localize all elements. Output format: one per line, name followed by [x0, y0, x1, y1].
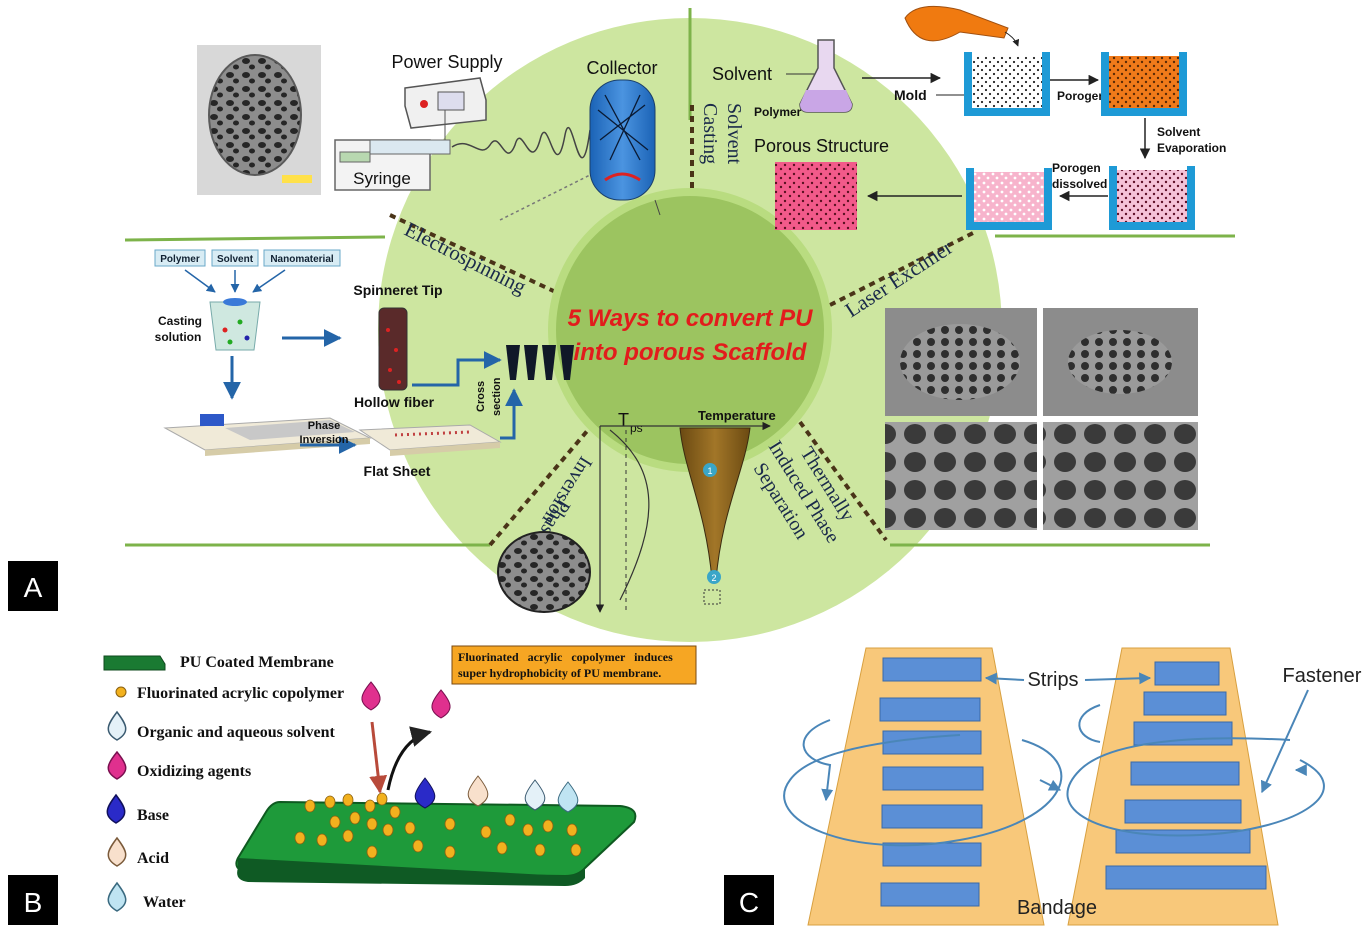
legend-acid-icon	[107, 836, 127, 867]
label-polymer-sc: Polymer	[754, 105, 802, 119]
fastener-loop-right	[1066, 737, 1325, 837]
bandage-right	[1067, 647, 1279, 926]
note-line1: Fluorinated acrylic copolymer induces	[458, 650, 673, 664]
method-solvent-casting-line1: Solvent	[723, 103, 745, 165]
panel-tag-b-text: B	[24, 887, 43, 918]
label-spinneret-tip: Spinneret Tip	[353, 282, 442, 298]
label-solvent-evap-line1: Solvent	[1157, 125, 1200, 139]
panel-tag-a	[8, 561, 58, 611]
legend-copolymer-icon	[115, 686, 127, 698]
bandage-left-strips	[879, 657, 984, 907]
hollow-fiber-tube	[378, 307, 408, 391]
porogen-vessel	[904, 5, 1009, 42]
solvent-casting-illustration: Solvent Polymer Mold Porogen Solvent Eva…	[712, 5, 1226, 230]
label-syringe: Syringe	[353, 169, 411, 188]
label-pi-nanomaterial: Nanomaterial	[270, 254, 334, 265]
legend-membrane-icon	[103, 655, 166, 671]
legend-solvent-icon	[107, 710, 127, 741]
label-pi-polymer: Polymer	[160, 254, 200, 265]
label-porogen: Porogen	[1057, 89, 1106, 103]
label-hollow-fiber: Hollow fiber	[354, 394, 435, 410]
membrane-water-droplet	[557, 781, 579, 813]
label-temperature: Temperature	[698, 408, 776, 423]
label-solvent-evap-line2: Evaporation	[1157, 141, 1226, 155]
center-title-line1: 5 Ways to convert PU	[568, 305, 814, 332]
legend-acid-label: Acid	[137, 850, 169, 867]
label-collector: Collector	[586, 58, 657, 78]
panel-c: Strips Fastener Bandage C	[724, 647, 1362, 926]
method-solvent-casting-line2: Casting	[699, 103, 721, 164]
legend-membrane-label: PU Coated Membrane	[180, 654, 334, 671]
legend-base-label: Base	[137, 807, 169, 824]
label-cross-line2: section	[491, 377, 503, 416]
label-tips-t: T	[618, 410, 629, 430]
label-cross-line1: Cross	[475, 381, 487, 412]
membrane-acid-droplet	[467, 775, 489, 807]
legend-oxidizer-label: Oxidizing agents	[137, 763, 251, 780]
cross-section-tubes	[506, 345, 574, 380]
label-porous-structure: Porous Structure	[754, 136, 889, 156]
label-porogen-dissolved-line2: dissolved	[1052, 177, 1107, 191]
falling-oxidizer-droplet	[361, 681, 381, 711]
panel-a: 5 Ways to convert PU into porous Scaffol…	[8, 5, 1235, 642]
label-phase-inv-line1: Phase	[308, 420, 340, 432]
panel-tag-c	[724, 875, 774, 925]
label-porogen-dissolved-line1: Porogen	[1052, 161, 1101, 175]
panel-tag-b	[8, 875, 58, 925]
label-solvent: Solvent	[712, 64, 772, 84]
legend-water-label: Water	[143, 894, 186, 911]
label-casting-line1: Casting	[158, 314, 202, 328]
collector-drum	[589, 79, 656, 201]
spinning-jet	[451, 126, 591, 159]
membrane-solvent-droplet	[524, 779, 546, 811]
panel-b: PU Coated Membrane Fluorinated acrylic c…	[8, 645, 697, 925]
tips-marker-1-label: 1	[707, 466, 712, 476]
casting-beaker	[209, 301, 261, 351]
tips-marker-2-label: 2	[711, 573, 716, 583]
label-mold: Mold	[894, 87, 927, 103]
label-strips: Strips	[1027, 669, 1078, 691]
electrospinning-illustration: Power Supply Syringe Collector	[197, 45, 661, 221]
membrane-base-droplet	[414, 777, 436, 809]
laser-excimer-images	[885, 308, 1198, 530]
note-box	[451, 645, 697, 685]
label-power-supply: Power Supply	[391, 52, 502, 72]
rising-oxidizer-droplet	[431, 689, 451, 719]
label-bandage: Bandage	[1017, 897, 1097, 919]
tips-marker-2	[707, 570, 721, 584]
divider-left-top	[124, 235, 386, 242]
legend-copolymer-label: Fluorinated acrylic copolymer	[137, 685, 344, 702]
panel-tag-a-text: A	[24, 572, 43, 603]
label-casting-line2: solution	[155, 330, 202, 344]
label-fastener: Fastener	[1283, 665, 1362, 687]
label-flat-sheet: Flat Sheet	[364, 463, 431, 479]
label-phase-inv-line2: Inversion	[300, 434, 349, 446]
legend-oxidizer-icon	[107, 750, 127, 780]
legend-base-icon	[106, 793, 126, 824]
panel-tag-c-text: C	[739, 887, 759, 918]
tips-marker-1	[703, 463, 717, 477]
label-pi-solvent: Solvent	[217, 254, 254, 265]
porous-structure-block	[775, 162, 857, 230]
center-title-line2: into porous Scaffold	[574, 339, 808, 366]
label-tips-t-sub: ps	[630, 421, 643, 435]
note-line2: super hydrophobicity of PU membrane.	[458, 666, 661, 680]
legend-water-icon	[107, 881, 127, 912]
porous-cross-section	[497, 531, 591, 613]
legend-solvent-label: Organic and aqueous solvent	[137, 724, 335, 741]
phase-inversion-illustration: Polymer Solvent Nanomaterial Casting sol…	[154, 249, 574, 479]
tips-illustration: T ps Temperature 1 2	[497, 408, 776, 613]
